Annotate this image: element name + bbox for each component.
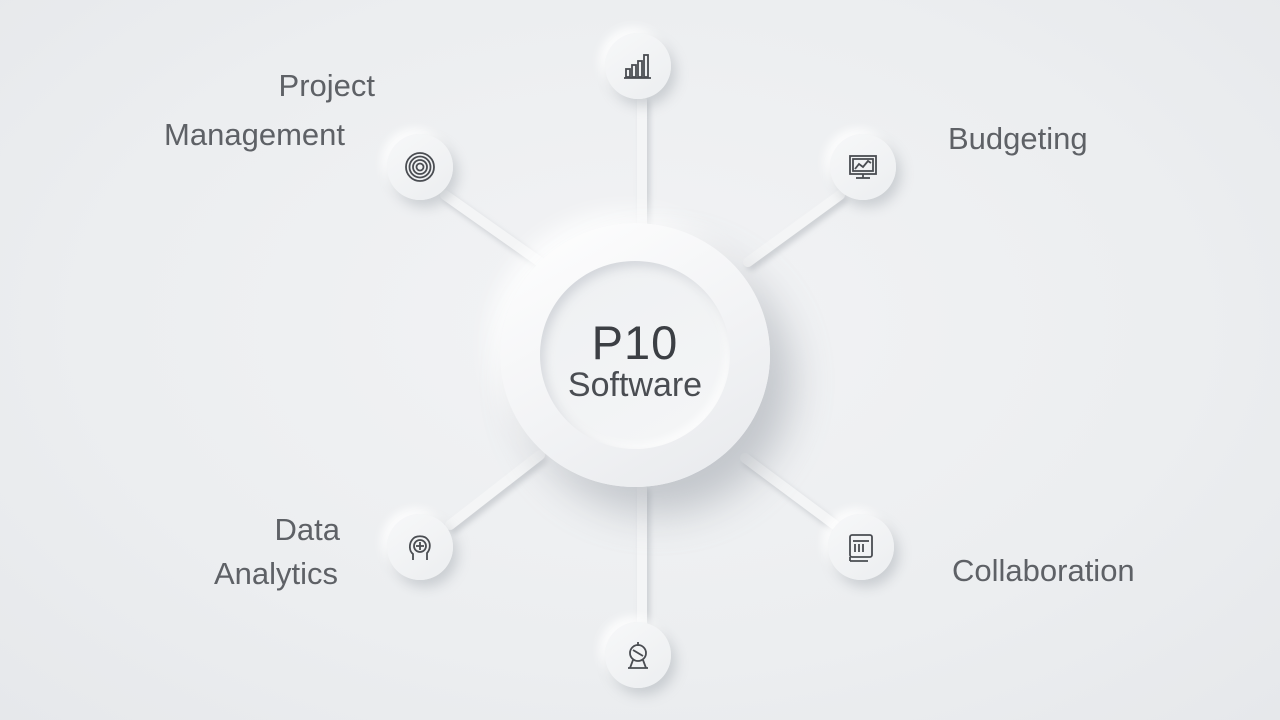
label-budgeting: Budgeting — [948, 117, 1088, 161]
connector-data-analytics — [445, 450, 545, 530]
target-icon — [405, 152, 435, 182]
label-line: Project — [278, 68, 375, 103]
label-line: Collaboration — [952, 553, 1135, 588]
label-data-analytics-2: Analytics — [98, 552, 338, 596]
head-analytics-icon — [408, 535, 431, 560]
hub-subtitle: Software — [567, 366, 703, 404]
label-collaboration: Collaboration — [952, 549, 1135, 593]
hub-title: P10 — [591, 316, 679, 369]
node-bottom[interactable] — [605, 622, 671, 688]
label-data-analytics: Data — [100, 508, 340, 552]
label-project-management: Project — [130, 64, 375, 108]
monitor-chart-icon — [849, 155, 877, 179]
central-hub[interactable]: P10 Software — [500, 223, 770, 487]
node-collaboration[interactable] — [828, 514, 894, 580]
connector-budgeting — [743, 190, 845, 267]
connector-project-management — [440, 190, 545, 267]
label-line: Analytics — [213, 556, 338, 591]
label-line: Data — [274, 512, 340, 547]
node-data-analytics[interactable] — [387, 514, 453, 580]
label-line: Budgeting — [948, 121, 1088, 156]
label-line: Management — [164, 117, 345, 152]
tablet-document-icon — [849, 534, 873, 562]
satellite-dish-icon — [628, 642, 648, 669]
label-project-management-2: Management — [100, 113, 345, 157]
node-project-management[interactable] — [387, 134, 453, 200]
node-budgeting[interactable] — [830, 134, 896, 200]
node-top[interactable] — [605, 33, 671, 99]
hub-inner-ring — [540, 261, 730, 449]
connector-collaboration — [740, 453, 840, 530]
bar-chart-icon — [624, 54, 651, 79]
